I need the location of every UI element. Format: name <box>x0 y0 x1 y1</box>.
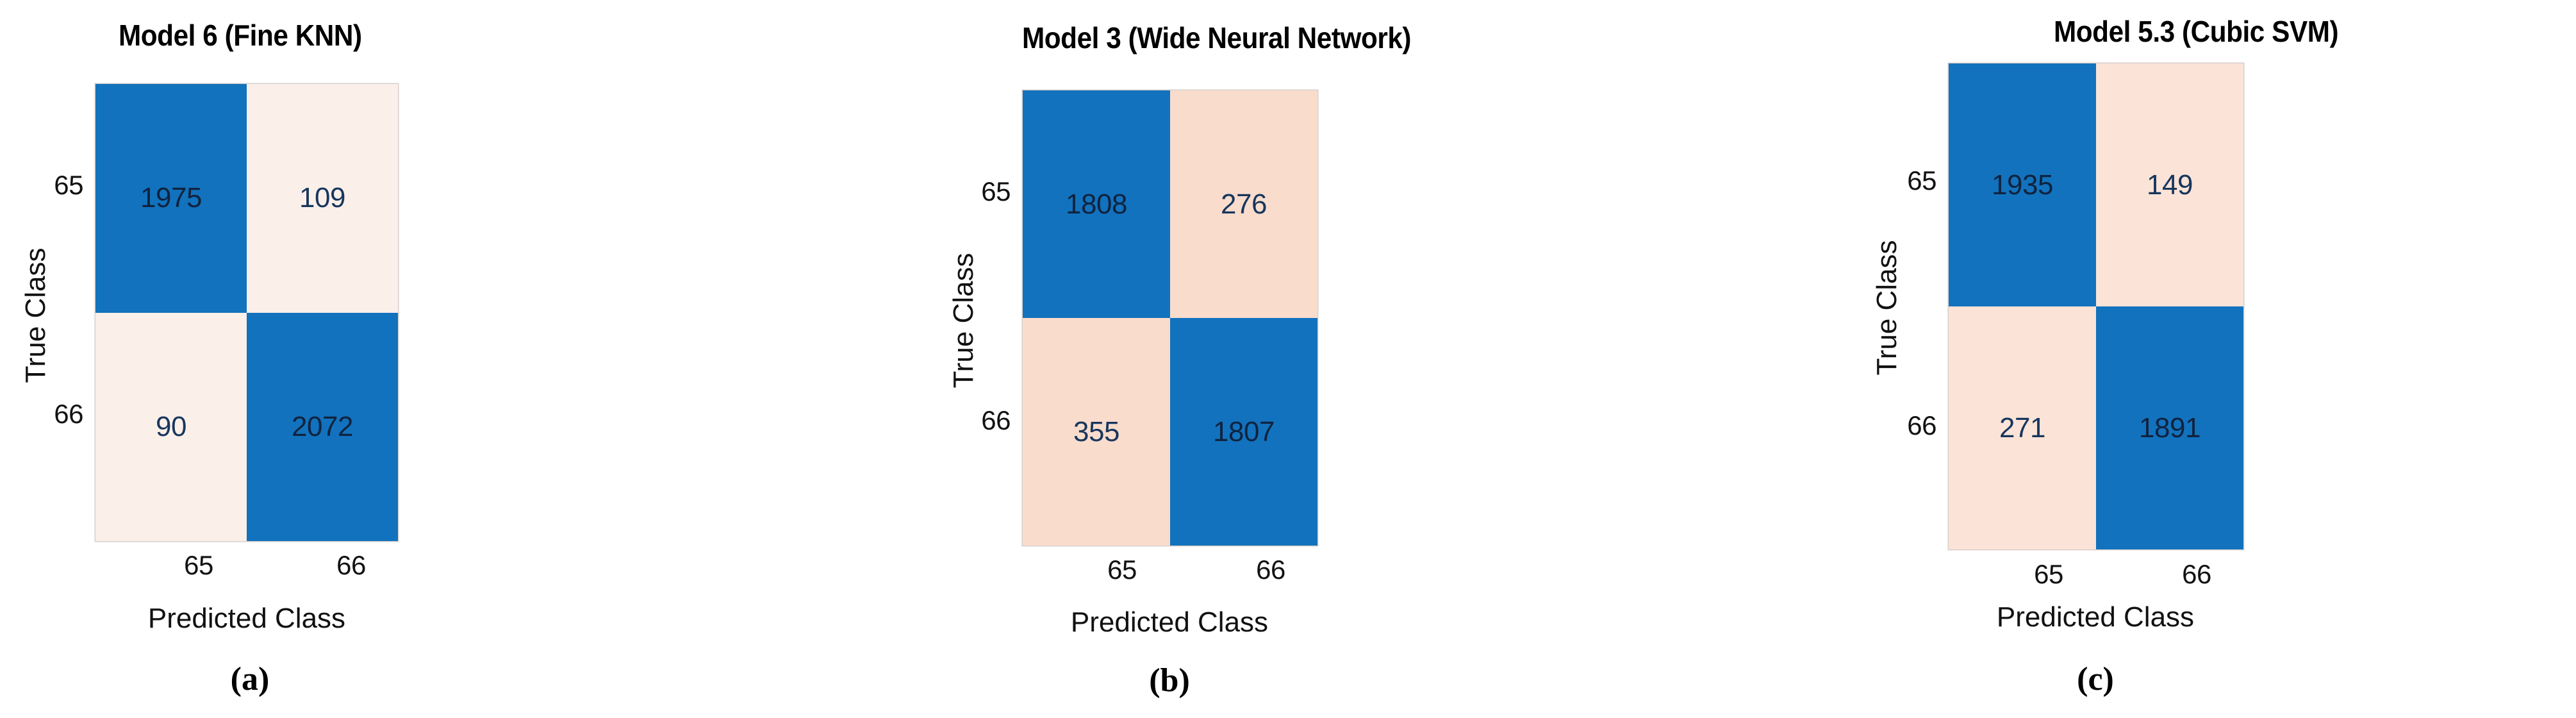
panel-a-xtick-66: 66 <box>336 550 366 580</box>
panel-c-cell-true65-pred65: 1935 <box>1949 63 2096 306</box>
panel-b-cell-true65-pred65: 1808 <box>1023 90 1170 318</box>
panel-c-ytick-65: 65 <box>1907 165 1936 196</box>
panel-c-matrix: 1935 149 271 1891 <box>1948 63 2244 550</box>
panel-c-ytick-66: 66 <box>1907 410 1936 440</box>
panel-c-title: Model 5.3 (Cubic SVM) <box>2054 15 2339 48</box>
panel-c-y-axis-label: True Class <box>1871 240 1903 376</box>
panel-a-cell-true66-pred65: 90 <box>95 312 247 541</box>
confusion-matrix-panel-b: Model 3 (Wide Neural Network) 1808 276 3… <box>859 0 1717 718</box>
panel-b-cell-true66-pred65: 355 <box>1023 318 1170 546</box>
panel-a-title: Model 6 (Fine KNN) <box>119 19 362 52</box>
panel-c-cell-true65-pred66: 149 <box>2096 63 2243 306</box>
panel-b-title: Model 3 (Wide Neural Network) <box>1022 21 1412 54</box>
confusion-matrix-panel-c: Model 5.3 (Cubic SVM) 1935 149 271 1891 … <box>1717 0 2576 718</box>
panel-b-matrix: 1808 276 355 1807 <box>1022 90 1318 546</box>
panel-b-xtick-66: 66 <box>1256 555 1285 585</box>
panel-a-x-axis-label: Predicted Class <box>147 603 346 634</box>
panel-c-letter: (c) <box>2077 661 2114 697</box>
confusion-matrix-panel-a: Model 6 (Fine KNN) 1975 109 90 2072 65 6… <box>0 0 859 718</box>
panel-a-letter: (a) <box>230 661 270 697</box>
panel-b-ytick-65: 65 <box>981 176 1011 206</box>
panel-b-cell-true65-pred66: 276 <box>1170 90 1317 318</box>
panel-a-y-axis-label: True Class <box>20 247 51 383</box>
panel-a-xtick-65: 65 <box>184 550 213 580</box>
panel-b-xtick-65: 65 <box>1107 555 1137 585</box>
panel-a-cell-true66-pred66: 2072 <box>247 312 398 541</box>
panel-a-ytick-65: 65 <box>54 170 83 200</box>
panel-c-cell-true66-pred65: 271 <box>1949 306 2096 549</box>
panel-b-x-axis-label: Predicted Class <box>1070 606 1269 638</box>
panel-c-x-axis-label: Predicted Class <box>1996 601 2195 633</box>
panel-c-cell-true66-pred66: 1891 <box>2096 306 2243 549</box>
panel-b-letter: (b) <box>1149 662 1190 699</box>
panel-c-xtick-66: 66 <box>2182 559 2211 589</box>
panel-a-matrix: 1975 109 90 2072 <box>95 83 399 542</box>
panel-a-cell-true65-pred65: 1975 <box>95 84 247 313</box>
panel-b-ytick-66: 66 <box>981 405 1011 435</box>
panel-a-cell-true65-pred66: 109 <box>247 84 398 313</box>
panel-c-xtick-65: 65 <box>2034 559 2063 589</box>
panel-b-cell-true66-pred66: 1807 <box>1170 318 1317 546</box>
panel-a-ytick-66: 66 <box>54 399 83 429</box>
panel-b-y-axis-label: True Class <box>948 253 979 388</box>
